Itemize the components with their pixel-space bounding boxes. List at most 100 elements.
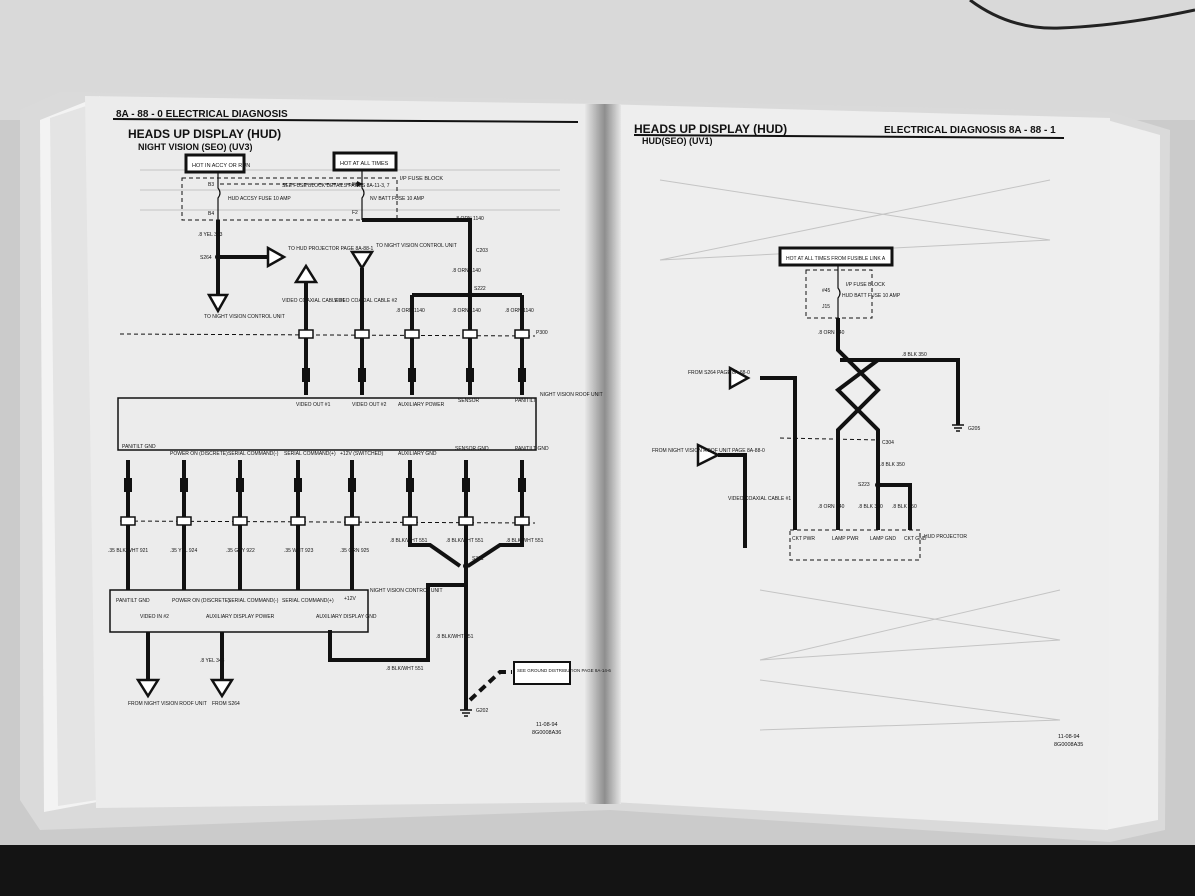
fuse-a-label: HUD ACCSY FUSE 10 AMP [228,196,291,202]
right-date: 11-08-94 [1058,734,1080,740]
night-vision-roof-unit [117,397,537,451]
lwire-1: .35 YEL 924 [170,548,197,554]
wire-1140-e: .8 ORN 1140 [505,308,534,314]
wire-label-1140b: .8 ORN 1140 [452,268,481,274]
power-box-fusible-label: HOT AT ALL TIMES FROM FUSIBLE LINK A [786,256,886,262]
cterm-1: VIDEO IN #2 [140,614,169,620]
pin-f1: F1 [352,182,358,188]
connector-b-triangle [206,293,230,314]
right-connector-a [728,365,751,391]
pin-f2: F2 [352,210,358,216]
gwire-1: .8 BLK/WHT 551 [386,666,424,672]
rwire-5: .8 BLK 350 [858,504,883,510]
right-fuse-block-label: I/P FUSE BLOCK [846,282,886,288]
lterm-0: PAN/TILT GND [122,444,156,450]
connector-b-lower [209,678,235,699]
connector-c203: C203 [476,248,488,254]
rwire-4: .8 BLK 350 [880,462,905,468]
lwire-2: .35 GRY 922 [226,548,255,554]
lterm-1: POWER ON (DISCRETE) [170,451,228,457]
lwire-0: .35 BLK/WHT 921 [108,548,148,554]
cterm-4: AUXILIARY DISPLAY POWER [206,614,275,620]
lwire-4: .35 ORN 925 [340,548,369,554]
lterm-5: AUXILIARY GND [398,451,437,457]
roof-unit-label: NIGHT VISION ROOF UNIT [540,392,603,398]
right-pin-j15: J15 [822,304,830,310]
right-page [600,104,1110,830]
right-page-subtitle: HUD(SEO) (UV1) [642,136,713,146]
cterm-6: AUXILIARY DISPLAY GND [316,614,377,620]
splice-s321: S321 [472,556,484,562]
right-video-coax: VIDEO COAXIAL CABLE #1 [728,496,791,502]
lwire-7: .8 BLK/WHT 551 [506,538,544,544]
term-sensor: SENSOR [458,398,480,404]
power-box-hot-label: HOT AT ALL TIMES [340,161,389,167]
right-page-content: ELECTRICAL DIAGNOSIS 8A - 88 - 1 HEADS U… [633,122,1083,748]
left-page-header: 8A - 88 - 0 ELECTRICAL DIAGNOSIS [116,109,288,120]
cterm-0: PAN/TILT GND [116,598,150,604]
lterm-7: PAN/TILT GND [515,446,549,452]
ground-g205: G205 [968,426,980,432]
proj-term-4: HUD PROJECTOR [924,534,967,540]
book-gutter [585,104,621,804]
connector-p300: P300 [536,330,548,336]
wire-label-1140: .8 ORN 1140 [455,216,484,222]
term-pan-tilt: PAN/TILT [515,398,536,404]
rwire-0: .8 ORN 340 [818,330,845,336]
fuse-note: SEE FUSE BLOCK DETAILS PAGES 8A-11-3, 7 [282,183,390,189]
term-video-out-1: VIDEO OUT #1 [296,402,331,408]
lterm-4: +12V (SWITCHED) [340,451,384,457]
gwire-0: .8 BLK/WHT 551 [436,634,474,640]
wire-1140-d: .8 ORN 1140 [452,308,481,314]
splice-s223: S223 [858,482,870,488]
conn-label-nv-control-b: TO NIGHT VISION CONTROL UNIT [204,314,285,320]
proj-term-1: LAMP PWR [832,536,859,542]
term-video-out-2: VIDEO OUT #2 [352,402,387,408]
left-page-title: HEADS UP DISPLAY (HUD) [128,127,281,141]
connector-c304: C304 [882,440,894,446]
conn-label-coax-2: VIDEO COAXIAL CABLE #2 [334,298,397,304]
cterm-7: +12V [344,596,356,602]
ground-note: SEE GROUND DISTRIBUTION PAGE 8A-14-6 [517,668,611,673]
lterm-6: SENSOR GND [455,446,489,452]
control-unit-label: NIGHT VISION CONTROL UNIT [370,588,443,594]
left-code: 8G0008A36 [532,730,561,736]
rwire-3: .8 ORN 340 [818,504,845,510]
night-vision-control-unit [109,589,369,633]
left-date: 11-08-94 [536,722,558,728]
power-box-accy-run-label: HOT IN ACCY OR RUN [192,163,250,169]
left-page-content: 8A - 88 - 0 ELECTRICAL DIAGNOSIS HEADS U… [108,109,611,736]
cable [969,0,1195,30]
lterm-2: SERIAL COMMAND(-) [228,451,279,457]
lwire-6: .8 BLK/WHT 551 [446,538,484,544]
cterm-5: SERIAL COMMAND(+) [282,598,334,604]
proj-term-2: LAMP GND [870,536,896,542]
left-page-subtitle: NIGHT VISION (SEO) (UV3) [138,142,253,152]
power-box-fusible-link [778,246,894,267]
lterm-3: SERIAL COMMAND(+) [284,451,336,457]
table-edge-shadow [0,845,1195,896]
wire-label-343: .8 YEL 343 [198,232,223,238]
right-pin-45: #45 [822,288,831,294]
right-connector-c [696,442,721,468]
proj-term-0: CKT PWR [792,536,815,542]
right-fuse-label: HUD BATT FUSE 10 AMP [842,293,901,299]
power-box-hot [332,151,398,172]
right-page-header: ELECTRICAL DIAGNOSIS 8A - 88 - 1 [884,125,1056,136]
pin-b4: B4 [208,211,214,217]
fuse-block-outline [181,177,398,221]
term-aux-power: AUXILIARY POWER [398,402,445,408]
fuse-block-label: I/P FUSE BLOCK [400,176,443,182]
pin-b3: B3 [208,182,214,188]
rwire-1: .8 BLK 350 [902,352,927,358]
right-from-s264: FROM S264 PAGE 8A-88-0 [688,370,750,376]
fuse-b-label: NV BATT FUSE 10 AMP [370,196,425,202]
from-roof-unit: FROM NIGHT VISION ROOF UNIT [128,701,207,707]
right-from-roof: FROM NIGHT VISION ROOF UNIT PAGE 8A-88-0 [652,448,765,454]
right-code: 8G0008A35 [1054,742,1083,748]
cterm-2: POWER ON (DISCRETE) [172,598,230,604]
right-page-title: HEADS UP DISPLAY (HUD) [634,122,787,136]
splice-s264: S264 [200,255,212,261]
conn-label-coax-1: VIDEO COAXIAL CABLE #1 [282,298,345,304]
